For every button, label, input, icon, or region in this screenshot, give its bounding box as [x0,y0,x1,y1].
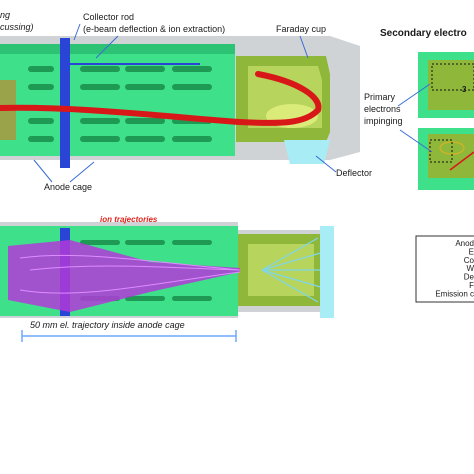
legend-item: E [469,247,474,256]
bottom-assembly [0,222,334,318]
electron-trajectory [0,71,322,126]
inset-label: 3 [462,85,467,94]
legend-box [415,235,474,303]
primary-electrons-label-3: impinging [364,116,403,126]
dimension-label: 50 mm el. trajectory inside anode cage [30,320,185,330]
focusing-label-2: cussing) [0,22,34,32]
deflector-spray [261,237,326,303]
inset-bottom [418,128,474,190]
bottom-deflector [320,226,334,318]
secondary-electrons-title: Secondary electro [380,28,467,39]
primary-electrons-label-2: electrons [364,104,401,114]
top-leader-lines [33,23,337,183]
ion-trajectory-bundle [8,240,241,312]
faraday-cup-label: Faraday cup [276,24,326,34]
primary-electrons-label-1: Primary [364,92,395,102]
ion-trajectories-label: ion trajectories [100,215,158,224]
primary-leader-lines [397,83,433,153]
legend-item: Co [464,256,474,265]
top-deflector [284,140,330,164]
deflector-label: Deflector [336,168,372,178]
legend-item: De [464,273,474,282]
collector-rod-sublabel: (e-beam deflection & ion extraction) [83,24,225,34]
legend-item: Emission c [435,289,474,298]
legend-item: Anod [455,239,474,248]
inset-top: 3 [418,52,474,118]
top-assembly [0,36,360,168]
anode-cage-label: Anode cage [44,182,92,192]
legend-item: F [469,281,474,290]
top-collector-rod [60,38,70,168]
collector-rod-label: Collector rod [83,12,134,22]
focusing-label-1: ng [0,10,10,20]
legend-item: W [466,264,474,273]
top-anode-rim [0,44,235,54]
